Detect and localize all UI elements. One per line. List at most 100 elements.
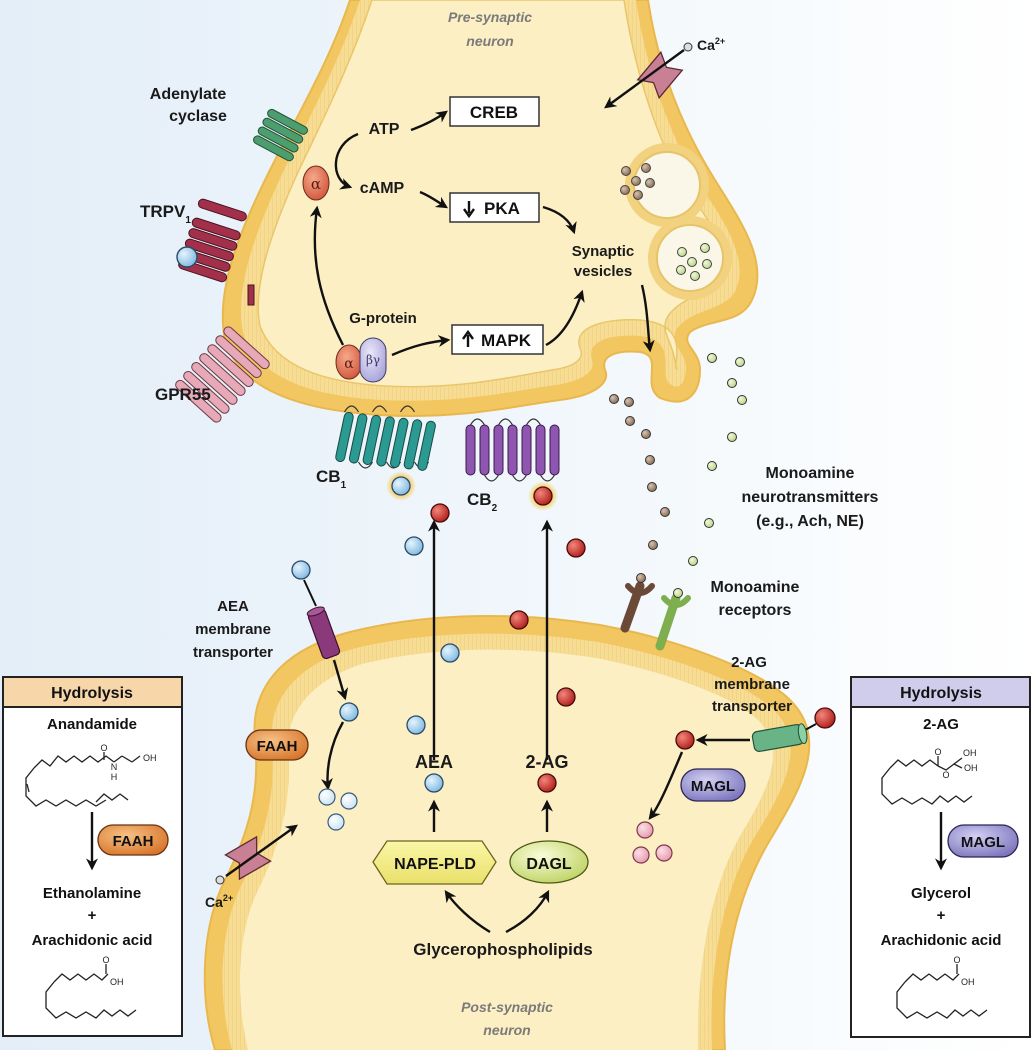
aea-ligand-extracellular bbox=[291, 560, 311, 580]
2ag-panel-label: 2-AG bbox=[923, 716, 959, 733]
svg-text:CREB: CREB bbox=[470, 103, 518, 122]
helix-loop bbox=[357, 461, 374, 469]
creb-box: CREB bbox=[449, 96, 540, 127]
pka-to-vesicles-arrow bbox=[542, 205, 577, 235]
transmembrane-helix bbox=[479, 424, 490, 476]
g-protein-label: G-protein bbox=[349, 310, 417, 327]
svg-text:OH: OH bbox=[964, 763, 978, 773]
calcium-influx-arrow-bottom bbox=[225, 824, 298, 877]
2ag-ligand-cleft bbox=[430, 503, 450, 523]
faah-label-panel: FAAH bbox=[113, 833, 154, 850]
trpv1-receptor bbox=[176, 198, 255, 306]
precursor-to-dagl-arrow bbox=[505, 889, 550, 934]
2ag-metabolite bbox=[655, 844, 673, 862]
monoamine-receptors-label: Monoamine bbox=[711, 579, 800, 596]
svg-text:FAAH: FAAH bbox=[257, 738, 298, 755]
aea-metabolite bbox=[318, 788, 336, 806]
transmembrane-helix bbox=[549, 424, 560, 476]
svg-text:H: H bbox=[111, 772, 118, 782]
cb1-label: CB1 bbox=[316, 467, 347, 491]
g-alpha-label: α bbox=[344, 356, 354, 372]
g-beta-gamma-label: βγ bbox=[366, 353, 380, 367]
svg-text:PKA: PKA bbox=[484, 199, 520, 218]
helix-loop bbox=[525, 418, 542, 426]
gprotein-to-alpha-arrow bbox=[309, 205, 345, 346]
monoamine-neurotransmitters-green bbox=[688, 353, 747, 566]
2ag-metabolite bbox=[636, 821, 654, 839]
transmembrane-helix bbox=[521, 424, 532, 476]
atp-label: ATP bbox=[369, 121, 400, 138]
up-arrow-icon bbox=[462, 329, 474, 347]
2ag-ligand-extracellular bbox=[814, 707, 836, 729]
aea-transporter-link bbox=[303, 579, 317, 607]
mapk-box: MAPK bbox=[451, 324, 544, 355]
2ag-structure bbox=[881, 756, 973, 805]
hydrolysis-title-left: Hydrolysis bbox=[51, 685, 133, 702]
calcium-ion-bottom bbox=[215, 875, 225, 885]
magl-label-panel: MAGL bbox=[961, 834, 1005, 851]
svg-text:OH: OH bbox=[963, 748, 977, 758]
svg-text:OH: OH bbox=[110, 977, 124, 987]
hydrolysis-title-right: Hydrolysis bbox=[900, 685, 982, 702]
cb2-receptor bbox=[465, 418, 560, 482]
anandamide-structure bbox=[25, 752, 141, 807]
2ag-transporter-label-2: membrane bbox=[714, 676, 790, 693]
cb2-label: CB2 bbox=[467, 490, 498, 514]
helix-loop bbox=[399, 405, 416, 413]
svg-text:DAGL: DAGL bbox=[526, 856, 572, 873]
aea-ligand bbox=[406, 715, 426, 735]
2ag-ligand-cleft bbox=[566, 538, 586, 558]
2ag-ligand-internalized bbox=[675, 730, 695, 750]
aea-ligand-bound bbox=[391, 476, 411, 496]
aea-transporter-label: AEA bbox=[217, 598, 249, 615]
svg-text:O: O bbox=[100, 743, 107, 753]
aea-ligand bbox=[440, 643, 460, 663]
calcium-channel-bottom bbox=[224, 835, 272, 881]
transmembrane-helix bbox=[507, 424, 518, 476]
calcium-label-bottom: Ca2+ bbox=[205, 893, 233, 910]
svg-text:OH: OH bbox=[961, 977, 975, 987]
glycerol-label: Glycerol bbox=[911, 885, 971, 902]
postsynaptic-label: Post-synaptic bbox=[461, 999, 553, 1015]
svg-text:MAGL: MAGL bbox=[691, 778, 735, 795]
transmembrane-helix bbox=[335, 411, 354, 463]
postsynaptic-label-2: neuron bbox=[483, 1022, 530, 1038]
hydrolysis-header-left bbox=[2, 676, 183, 708]
aea-metabolite bbox=[327, 813, 345, 831]
trpv1-label: TRPV1 bbox=[140, 202, 191, 226]
2ag-transporter-label-3: transporter bbox=[712, 698, 792, 715]
arachidonic-acid-label-right: Arachidonic acid bbox=[881, 932, 1002, 949]
calcium-influx-arrow-top bbox=[604, 49, 685, 109]
mapk-to-vesicles-arrow bbox=[545, 289, 585, 347]
gpr55-label: GPR55 bbox=[155, 385, 211, 404]
ethanolamine-label: Ethanolamine bbox=[43, 885, 141, 902]
transmembrane-helix bbox=[417, 420, 436, 471]
svg-text:O: O bbox=[934, 747, 941, 757]
transmembrane-helix bbox=[465, 424, 476, 476]
calcium-label-top: Ca2+ bbox=[697, 36, 725, 53]
hydrolysis-header-right bbox=[850, 676, 1031, 708]
anandamide-label: Anandamide bbox=[47, 716, 137, 733]
helix-loop bbox=[469, 418, 486, 426]
hydrolysis-panel-anandamide: Hydrolysis Anandamide O N H OH FAAH Etha… bbox=[2, 676, 183, 1037]
monoamine-neurotransmitters-brown bbox=[609, 394, 670, 550]
magl-enzyme: MAGL bbox=[680, 768, 746, 802]
synaptic-vesicles-label-2: vesicles bbox=[574, 263, 632, 280]
2ag-transporter-label: 2-AG bbox=[731, 654, 767, 671]
monoamine-neurotransmitters-label-2: neurotransmitters bbox=[742, 489, 879, 506]
presynaptic-label: Pre-synaptic bbox=[448, 9, 532, 25]
nape-pld-enzyme: NAPE-PLD bbox=[372, 840, 497, 885]
down-arrow-icon bbox=[463, 201, 475, 219]
helix-loop bbox=[343, 405, 360, 413]
aea-ligand-cleft bbox=[404, 536, 424, 556]
svg-text:α: α bbox=[311, 175, 321, 193]
magl-enzyme-panel bbox=[947, 824, 1019, 858]
dagl-enzyme: DAGL bbox=[509, 840, 589, 884]
adenylate-cyclase-receptor bbox=[253, 108, 308, 162]
helix-loop bbox=[497, 418, 514, 426]
synaptic-vesicle-brown bbox=[620, 143, 709, 227]
transmembrane-helix bbox=[403, 419, 423, 470]
faah-enzyme-panel bbox=[97, 824, 169, 856]
adenylate-cyclase-label-2: cyclase bbox=[169, 108, 227, 125]
